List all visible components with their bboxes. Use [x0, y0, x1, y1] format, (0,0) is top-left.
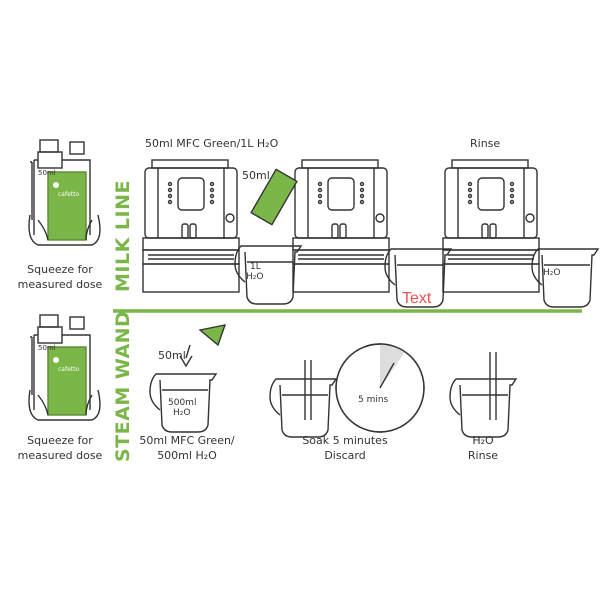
- dose-label: 50ml: [38, 344, 56, 352]
- brand-label: cafetto: [58, 366, 80, 373]
- pour-label: 50ml: [242, 169, 270, 182]
- caption: 500ml H₂O: [157, 449, 217, 462]
- caption: H₂O: [472, 434, 494, 447]
- caption: measured dose: [17, 278, 103, 291]
- jug-icon: [234, 245, 302, 305]
- jug-icon: [531, 248, 599, 308]
- caption: measured dose: [17, 449, 103, 462]
- annotation-text: Text: [402, 290, 432, 307]
- caption: Discard: [324, 449, 366, 462]
- brand-label: cafetto: [58, 191, 80, 198]
- step-title: Rinse: [470, 137, 501, 150]
- jug-label: 1L: [250, 262, 261, 272]
- jug-label: H₂O: [173, 408, 191, 418]
- jug-icon: [449, 378, 517, 438]
- caption: Rinse: [467, 449, 499, 462]
- timer-icon: [335, 343, 425, 433]
- dose-label: 50ml: [38, 169, 56, 177]
- caption: Squeeze for: [27, 263, 93, 276]
- jug-label: 500ml: [168, 398, 197, 408]
- milk-line-label: MILK LINE: [112, 180, 134, 292]
- jug-icon: [269, 378, 337, 438]
- jug-label: H₂O: [246, 272, 264, 282]
- caption: Squeeze for: [27, 434, 93, 447]
- steam-wand-label: STEAM WAND: [112, 310, 134, 462]
- arrow-icon: [179, 344, 193, 368]
- timer-label: 5 mins: [358, 395, 389, 405]
- jug-label: H₂O: [543, 268, 561, 278]
- caption: 50ml MFC Green/: [139, 434, 235, 447]
- pouch-icon: [250, 168, 298, 226]
- caption: Soak 5 minutes: [302, 434, 388, 447]
- pouch-icon: [198, 324, 227, 347]
- step-title: 50ml MFC Green/1L H₂O: [145, 137, 279, 150]
- coffee-machine-icon: [142, 159, 240, 293]
- pour-label: 50ml: [158, 349, 186, 362]
- coffee-machine-icon: [292, 159, 390, 293]
- coffee-machine-icon: [442, 159, 540, 293]
